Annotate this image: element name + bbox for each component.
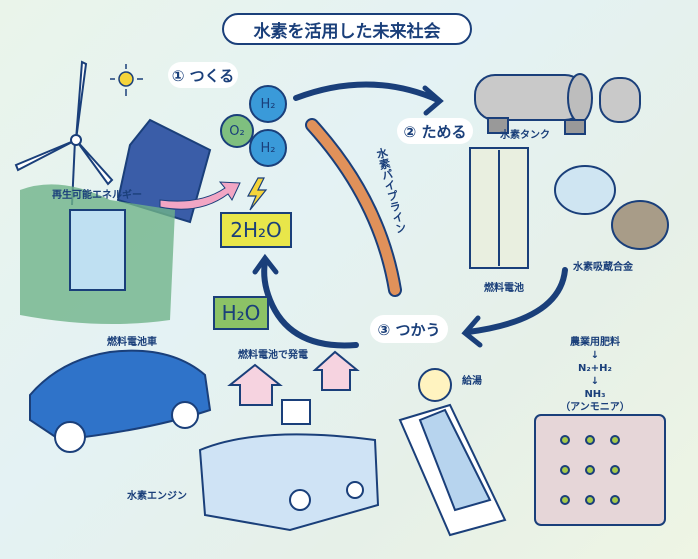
cycle-arrow-store-to-use — [465, 267, 568, 335]
hydrogen-molecule-bottom — [249, 129, 287, 167]
nh3-label: NH₃ — [584, 389, 606, 400]
electricity-icon — [246, 177, 268, 211]
renewable-arrow — [159, 181, 241, 210]
solar-panel-icon — [116, 118, 212, 224]
fertilizer-block: 農業用肥料 ↓ N₂+H₂ ↓ NH₃ （アンモニア） — [550, 336, 640, 414]
hydro-dam-icon — [20, 184, 175, 324]
fuel-cell-car-icon — [29, 349, 212, 453]
arrowhead-store — [422, 85, 444, 116]
down-arrow-icon: ↓ — [590, 376, 600, 387]
home-power-icon — [227, 350, 360, 425]
cycle-arrow-use-to-make — [261, 259, 359, 349]
fertilizer-label: 農業用肥料 — [570, 337, 620, 348]
step-use-label: ③ つかう — [370, 315, 448, 343]
hydrogen-molecule-top — [249, 85, 287, 123]
fuel-cell-label: 燃料電池 — [484, 283, 524, 294]
hydrogen-tank-label: 水素タンク — [500, 130, 550, 141]
wind-turbine-icon — [14, 60, 114, 206]
ammonia-label: （アンモニア） — [560, 402, 630, 413]
page-title: 水素を活用した未来社会 — [222, 13, 472, 45]
hydrogen-tank-icon — [474, 73, 641, 135]
down-arrow-icon: ↓ — [590, 350, 600, 361]
arrowhead-use — [461, 315, 483, 348]
bath-icon — [398, 368, 507, 537]
hydrogen-alloy-label: 水素吸蔵合金 — [573, 262, 633, 273]
home-power-label: 燃料電池で発電 — [238, 350, 308, 361]
n2h2-label: N₂+H₂ — [578, 363, 612, 374]
water-2h2o-box: 2H₂O — [220, 212, 292, 248]
hot-water-label: 給湯 — [462, 376, 482, 387]
arrowhead-make — [252, 253, 279, 275]
step-store-label: ② ためる — [397, 118, 473, 144]
fuel-cell-icon — [469, 147, 529, 269]
hydrogen-alloy-icon — [554, 165, 669, 250]
h2-top-label: H₂ — [260, 96, 276, 112]
oxygen-molecule — [220, 114, 254, 148]
renewable-energy-label: 再生可能エネルギー — [52, 190, 142, 201]
sun-icon — [110, 64, 143, 96]
step-make-label: ① つくる — [168, 62, 238, 88]
fuel-cell-car-label: 燃料電池車 — [107, 337, 157, 348]
o2-label: O₂ — [229, 123, 245, 139]
water-h2o-box: H₂O — [213, 296, 269, 330]
cycle-arrow-make-to-store — [293, 81, 441, 103]
hydrogen-engine-label: 水素エンジン — [127, 491, 187, 502]
farm-field-icon — [534, 414, 666, 526]
hydrogen-bus-icon — [198, 433, 380, 532]
h2-bottom-label: H₂ — [260, 140, 276, 156]
